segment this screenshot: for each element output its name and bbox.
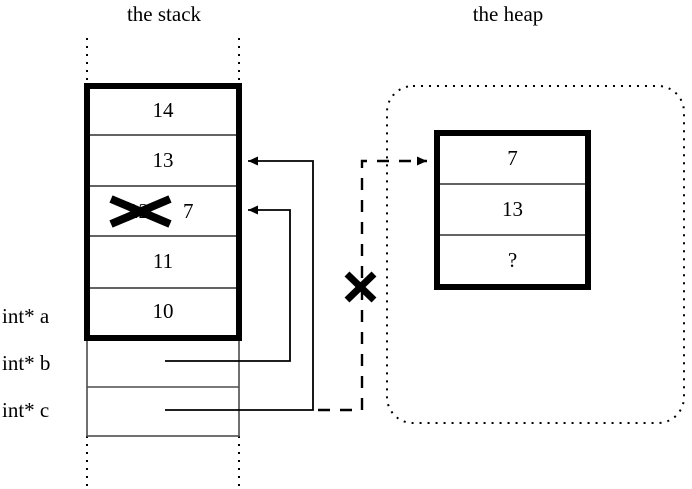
stack-boundary-rails xyxy=(86,38,240,486)
stack-frame-box xyxy=(84,83,242,341)
heap-title: the heap xyxy=(472,2,544,26)
pointer-b-to-stack-arrow xyxy=(165,205,291,362)
stack-frame-border xyxy=(84,83,242,341)
heap-block-border xyxy=(434,130,591,290)
pointer-c-to-heap-dashed-arrow xyxy=(318,156,427,412)
stack-cell-value-2-old: 12 xyxy=(128,199,149,223)
heap-block-box xyxy=(434,130,591,290)
var-label-b: int* b xyxy=(2,351,51,375)
stack-cell-value-3: 11 xyxy=(152,249,174,273)
pointer-c-to-stack-arrow xyxy=(165,156,314,411)
stack-variable-rows xyxy=(86,337,240,437)
heap-cell-value-2: ? xyxy=(507,248,518,272)
stack-cell-value-2-new: 7 xyxy=(183,199,194,223)
var-label-a: int* a xyxy=(2,304,50,328)
stack-title: the stack xyxy=(126,2,202,26)
heap-cell-value-1: 13 xyxy=(502,197,523,221)
stack-cell-value-0: 14 xyxy=(152,98,174,122)
strike-through-12-icon xyxy=(109,195,172,228)
heap-cell-value-0: 7 xyxy=(507,146,518,170)
var-label-c: int* c xyxy=(2,398,50,422)
stack-cell-value-1: 13 xyxy=(152,148,174,172)
invalidated-pointer-cross-icon xyxy=(344,271,377,303)
stack-cell-value-4: 10 xyxy=(152,299,174,323)
